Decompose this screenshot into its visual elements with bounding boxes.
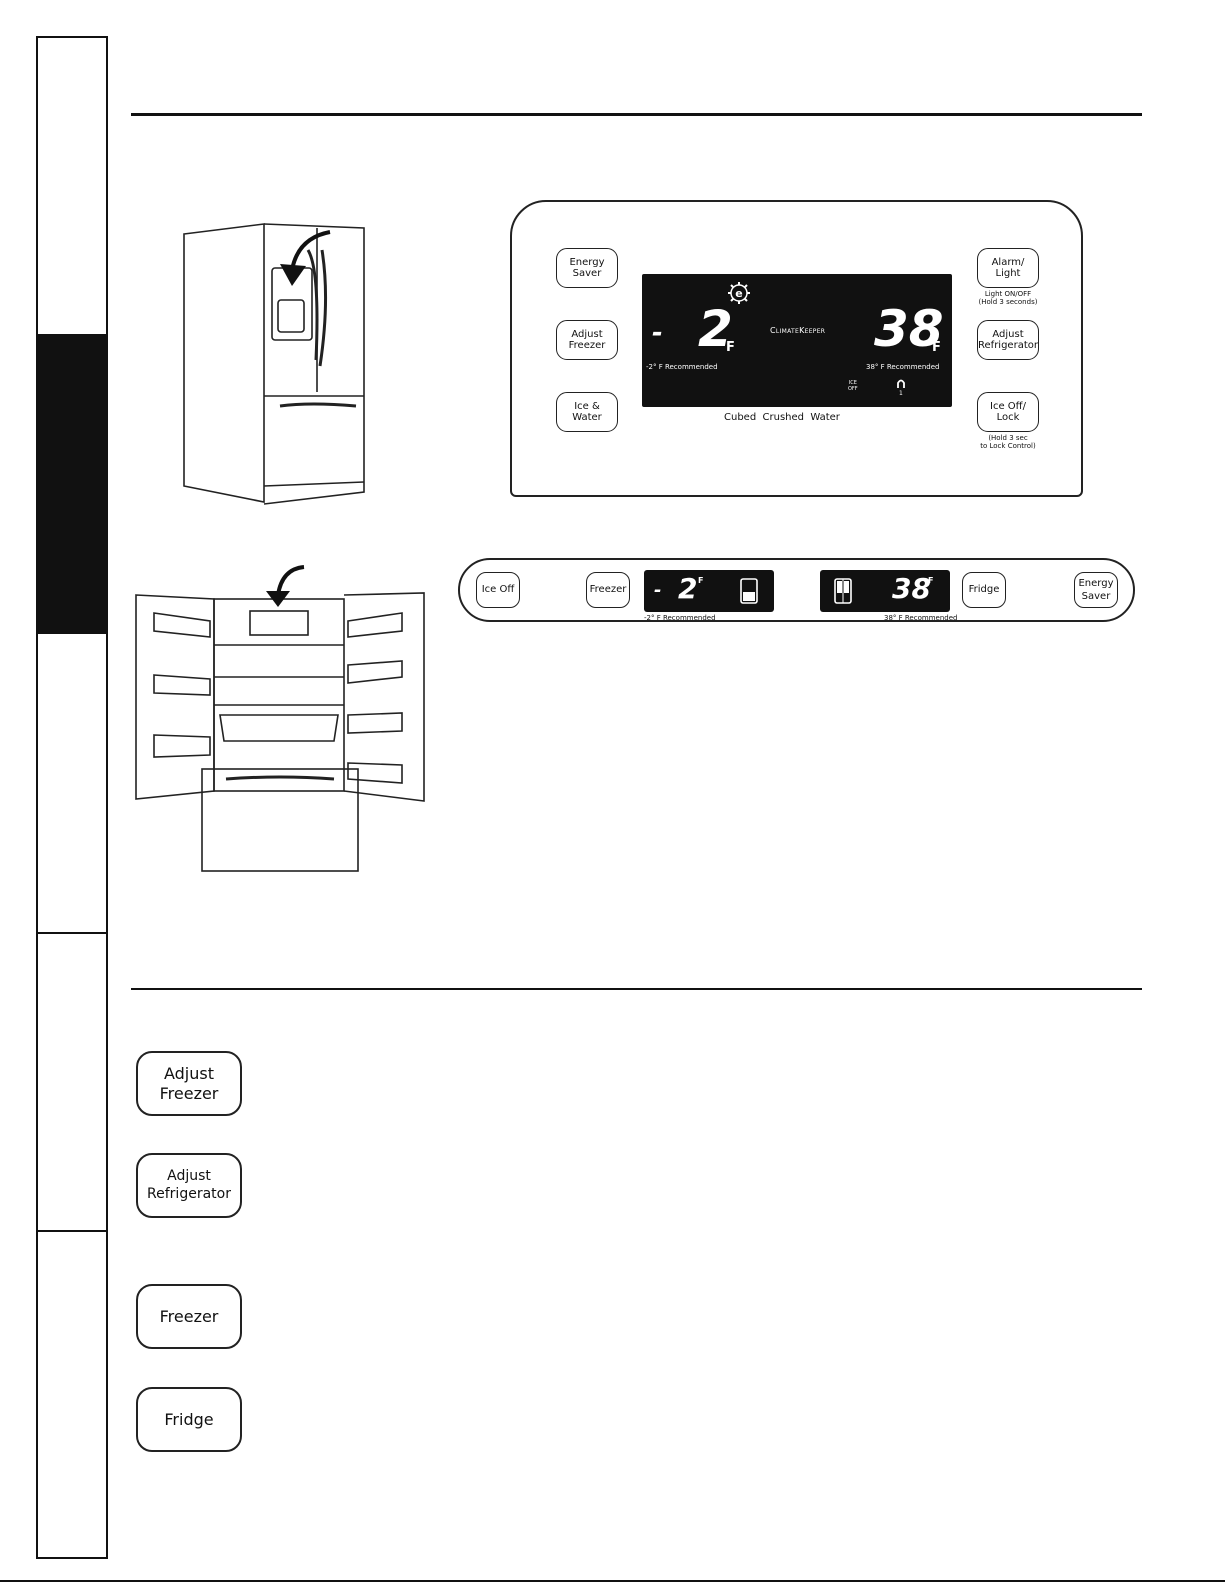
strip-fridge-button[interactable]: Fridge	[962, 572, 1006, 608]
strip-freezer-button[interactable]: Freezer	[586, 572, 630, 608]
section-rule-top	[131, 113, 1142, 116]
legend-adjust-refrigerator-button: Adjust Refrigerator	[136, 1153, 242, 1218]
legend-freezer-button: Freezer	[136, 1284, 242, 1349]
fridge-temp-unit: F	[932, 340, 941, 355]
strip-freezer-unit: F	[698, 576, 704, 585]
ice-water-button[interactable]: Ice & Water	[556, 392, 618, 432]
refrigerator-closed-illustration	[183, 223, 365, 505]
alarm-light-note: Light ON/OFF (Hold 3 seconds)	[978, 290, 1038, 307]
fridge-temp-value: 38	[874, 300, 944, 358]
strip-energy-saver-button[interactable]: Energy Saver	[1074, 572, 1118, 608]
section-tab-column	[36, 36, 108, 1559]
fridge-recommended: 38° F Recommended	[866, 363, 940, 371]
legend-fridge-button: Fridge	[136, 1387, 242, 1452]
dispense-indicator-icon	[897, 379, 905, 388]
strip-control-panel: Ice Off Freezer - 2 F -2° F Recommended …	[458, 558, 1135, 622]
fridge-door-icon	[834, 578, 852, 604]
dispense-indicator-label: 1	[899, 390, 903, 397]
energy-saver-button[interactable]: Energy Saver	[556, 248, 618, 288]
active-section-tab	[38, 334, 106, 634]
strip-freezer-display: - 2 F	[644, 570, 774, 612]
freezer-door-icon	[740, 578, 758, 604]
temperature-display: e - 2 F -2° F Recommended ClimateKeeper …	[642, 274, 952, 407]
ice-off-lock-button[interactable]: Ice Off/ Lock	[977, 392, 1039, 432]
lock-note: (Hold 3 sec to Lock Control)	[980, 434, 1036, 451]
strip-freezer-recommended: -2° F Recommended	[644, 614, 716, 622]
freezer-temp-sign: -	[652, 318, 663, 348]
dispense-modes-label: Cubed Crushed Water	[724, 412, 840, 423]
svg-text:e: e	[735, 287, 742, 300]
strip-fridge-recommended: 38° F Recommended	[884, 614, 958, 622]
freezer-temp-value: 2	[698, 300, 733, 358]
adjust-freezer-button[interactable]: Adjust Freezer	[556, 320, 618, 360]
strip-ice-off-button[interactable]: Ice Off	[476, 572, 520, 608]
refrigerator-open-illustration	[135, 565, 425, 872]
legend-adjust-freezer-button: Adjust Freezer	[136, 1051, 242, 1116]
strip-fridge-temp: 38	[892, 572, 931, 605]
strip-freezer-sign: -	[654, 580, 662, 601]
dispenser-control-panel: Energy Saver Adjust Freezer Ice & Water …	[510, 200, 1083, 497]
ice-off-indicator: ICE OFF	[848, 380, 858, 392]
tab-divider	[38, 932, 106, 934]
section-rule-middle	[131, 988, 1142, 990]
freezer-temp-unit: F	[726, 340, 735, 355]
strip-freezer-temp: 2	[678, 572, 698, 605]
brand-label: ClimateKeeper	[770, 326, 826, 335]
strip-fridge-unit: F	[928, 576, 934, 585]
strip-fridge-display: 38 F	[820, 570, 950, 612]
page-bottom-rule	[0, 1580, 1225, 1582]
freezer-recommended: -2° F Recommended	[646, 363, 718, 371]
adjust-refrigerator-button[interactable]: Adjust Refrigerator	[977, 320, 1039, 360]
alarm-light-button[interactable]: Alarm/ Light	[977, 248, 1039, 288]
energy-saver-icon: e	[728, 282, 750, 304]
tab-divider	[38, 1230, 106, 1232]
